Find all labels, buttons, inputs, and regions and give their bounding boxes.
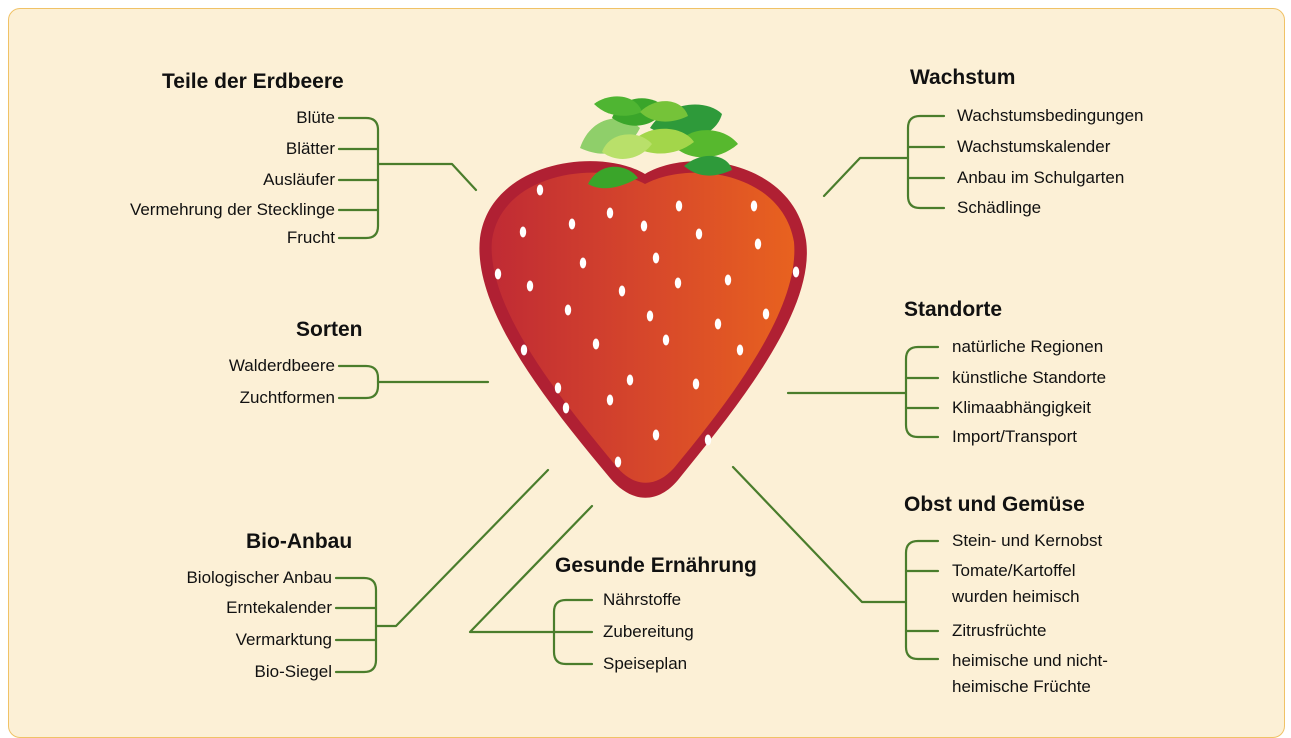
bracket-wachstum (906, 114, 946, 210)
topic-item-standorte: Import/Transport (952, 427, 1078, 446)
topic-item-wachstum: Wachstumsbedingungen (957, 106, 1144, 125)
topic-item-bio: Vermarktung (235, 630, 332, 649)
strawberry-leaves (580, 96, 738, 189)
strawberry-seeds (494, 184, 800, 468)
topic-item-gesund: Zubereitung (603, 622, 694, 641)
topic-item-sorten: Walderdbeere (228, 356, 335, 375)
bracket-sorten (337, 364, 380, 400)
topic-item-wachstum: Anbau im Schulgarten (957, 168, 1125, 187)
topic-item-bio: Biologischer Anbau (186, 568, 332, 587)
bracket-obst (904, 539, 940, 661)
topic-title-standorte: Standorte (904, 298, 1003, 321)
bracket-standorte (904, 345, 940, 439)
topic-item-bio: Erntekalender (226, 598, 332, 617)
topic-item-standorte: Klimaabhängigkeit (952, 398, 1091, 417)
topic-item-teile: Ausläufer (263, 170, 335, 189)
bracket-teile (337, 116, 380, 240)
topic-item-obst: wurden heimisch (952, 587, 1080, 606)
topic-item-teile: Vermehrung der Stecklinge (129, 200, 335, 219)
topic-title-sorten: Sorten (296, 318, 363, 341)
topic-title-bio: Bio-Anbau (246, 530, 353, 553)
topic-item-sorten: Zuchtformen (239, 388, 335, 407)
topic-item-obst: Tomate/Kartoffel (952, 561, 1076, 580)
strawberry-body (491, 172, 795, 483)
connector-gesund (468, 504, 594, 634)
bracket-bio (334, 576, 378, 674)
topic-title-wachstum: Wachstum (910, 66, 1016, 89)
topic-item-teile: Blüte (296, 108, 335, 127)
topic-item-gesund: Speiseplan (603, 654, 688, 673)
topic-item-gesund: Nährstoffe (603, 590, 682, 609)
topic-item-obst: heimische Früchte (952, 677, 1091, 696)
topic-title-teile: Teile der Erdbeere (162, 70, 344, 93)
topic-item-obst: Zitrusfrüchte (952, 621, 1047, 640)
connector-lines (334, 114, 946, 674)
topic-item-obst: heimische und nicht- (952, 651, 1108, 670)
topic-item-wachstum: Schädlinge (957, 198, 1042, 217)
topic-item-teile: Blätter (285, 139, 335, 158)
connector-obst (731, 465, 908, 604)
topic-title-obst: Obst und Gemüse (904, 493, 1085, 516)
connector-wachstum (822, 156, 910, 198)
connector-teile (376, 162, 478, 192)
strawberry-illustration (479, 96, 807, 498)
topic-item-wachstum: Wachstumskalender (957, 137, 1111, 156)
topic-item-obst: Stein- und Kernobst (952, 531, 1103, 550)
connector-bio (374, 468, 550, 628)
topic-item-bio: Bio-Siegel (254, 662, 333, 681)
topic-item-standorte: künstliche Standorte (952, 368, 1107, 387)
topic-item-standorte: natürliche Regionen (952, 337, 1104, 356)
topic-title-gesund: Gesunde Ernährung (555, 554, 757, 577)
topic-item-teile: Frucht (286, 228, 335, 247)
